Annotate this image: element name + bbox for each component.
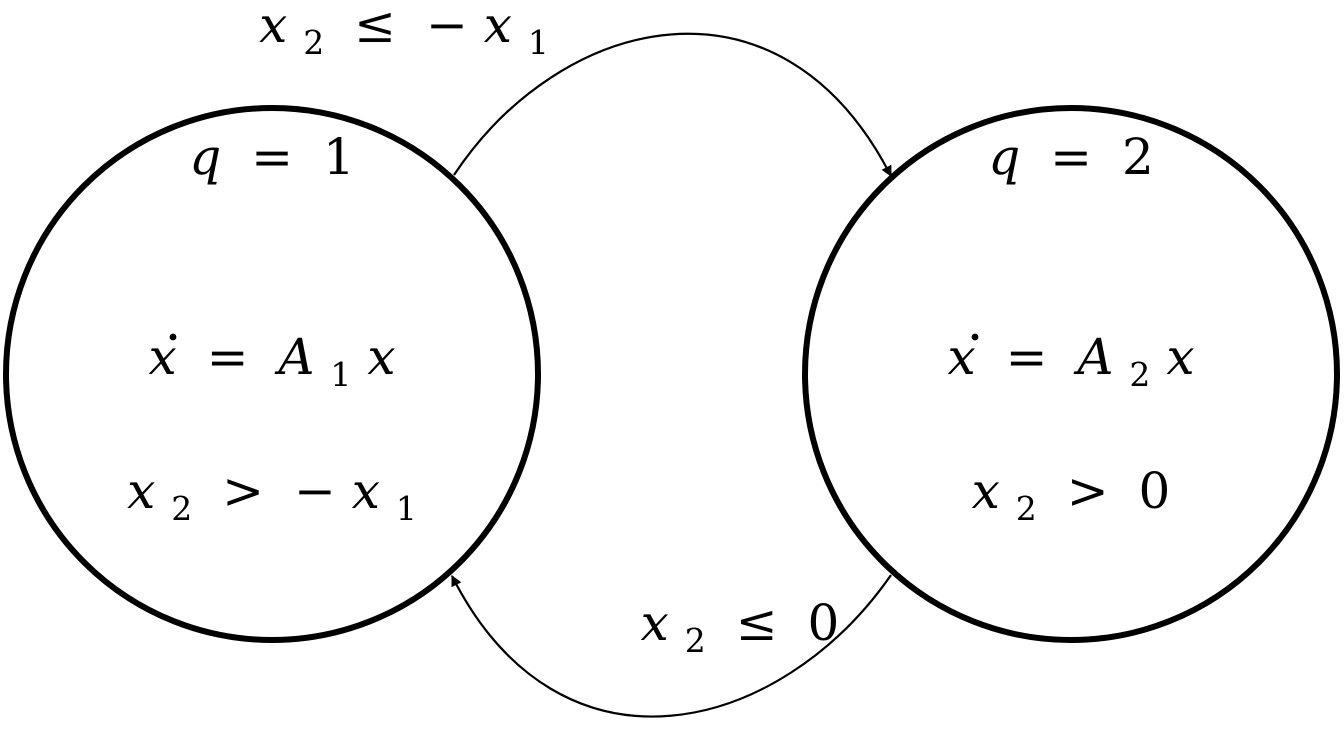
state-q2-derivative-dot [971,333,979,341]
dynamics-lhs: x [947,328,975,386]
state-q1-circle [3,105,541,643]
state-q1-mode-label: q = 1 [189,128,355,186]
guard-var: x [259,0,287,54]
dynamics-eq: = [1006,328,1048,386]
state-q2-dynamics: x = A 2 x [947,328,1194,398]
mode-var: q [988,128,1020,186]
state-q1-dynamics: x = A 1 x [148,328,395,398]
state-q2-mode-label: q = 2 [988,128,1154,186]
invariant-var: x [127,462,155,520]
invariant-value: 0 [1139,462,1171,520]
guard-var: x [641,594,669,652]
mode-eq: = [1050,128,1092,186]
state-q2-circle [802,105,1340,643]
invariant-var: x [972,462,1000,520]
guard-rvar-sub: 1 [528,23,549,62]
guard-value: 0 [808,594,840,652]
invariant-var-sub: 2 [171,489,192,528]
transition-q2-to-q1-guard: x 2 ≤ 0 [641,594,840,664]
guard-op: ≤ [736,594,778,652]
dynamics-matrix-sub: 1 [330,355,351,394]
transition-q2-to-q1-arc [451,574,892,718]
dynamics-matrix: A [1073,328,1113,386]
mode-value: 2 [1122,128,1154,186]
state-q2-invariant: x 2 > 0 [972,462,1171,532]
invariant-op: > [1067,462,1109,520]
invariant-op: > [222,462,264,520]
transition-q1-to-q2-guard: x 2 ≤ − x 1 [259,0,549,66]
dynamics-matrix: A [274,328,314,386]
guard-var-sub: 2 [685,621,706,660]
dynamics-rhs: x [1166,328,1194,386]
state-q1-invariant: x 2 > − x 1 [127,462,417,532]
invariant-neg: − [294,462,336,520]
guard-rvar: x [484,0,512,54]
dynamics-rhs: x [367,328,395,386]
guard-var-sub: 2 [303,23,324,62]
guard-op: ≤ [354,0,396,54]
transition-q1-to-q2-arc [453,32,892,177]
invariant-rvar: x [352,462,380,520]
dynamics-eq: = [207,328,249,386]
mode-var: q [189,128,221,186]
mode-eq: = [251,128,293,186]
dynamics-matrix-sub: 2 [1129,355,1150,394]
state-q1-derivative-dot [169,333,177,341]
invariant-var-sub: 2 [1016,489,1037,528]
mode-value: 1 [323,128,355,186]
guard-neg: − [426,0,468,54]
invariant-rvar-sub: 1 [396,489,417,528]
